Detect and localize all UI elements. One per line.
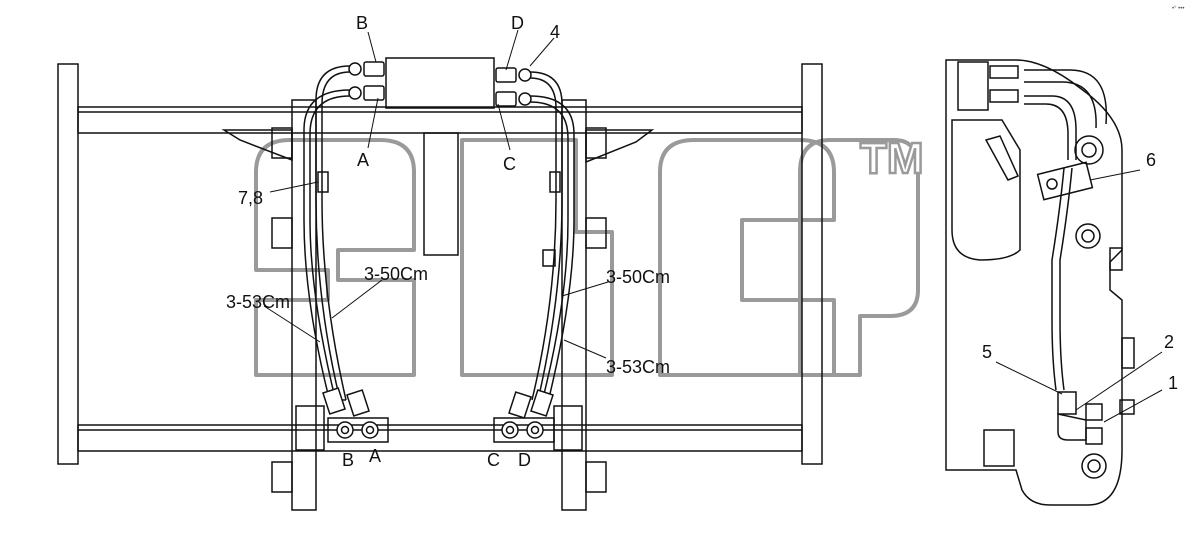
label-d-top: D [511,13,524,33]
label-c-mid: C [503,154,516,174]
clamp-6 [1036,161,1094,201]
label-hose-3-53-left: 3-53Cm [226,292,290,312]
label-1: 1 [1168,373,1178,393]
watermark-logo [254,138,920,377]
side-plate [945,59,1123,506]
leader-lines-left [263,29,609,359]
label-6: 6 [1146,150,1156,170]
right-end-plate [801,63,823,465]
corner-mark: •° ••• [1172,6,1184,12]
manifold-fittings [348,61,532,107]
watermark-tm: TM [860,134,924,183]
center-tab [423,132,459,256]
side-view-assembly [945,59,1135,506]
label-hose-3-50-right: 3-50Cm [606,267,670,287]
top-beam [77,106,803,134]
label-b-bottom: B [342,450,354,470]
frame-assembly [57,57,823,511]
label-d-bottom: D [518,450,531,470]
label-c-bottom: C [487,450,500,470]
bottom-fittings [322,387,554,439]
label-7-8: 7,8 [238,188,263,208]
left-end-plate [57,63,79,465]
label-a-mid: A [357,150,369,170]
label-a-bottom: A [369,446,381,466]
hose-lines-right [529,71,575,403]
hose-lines-left [303,65,351,403]
top-manifold [385,57,495,109]
leader-lines-right [995,169,1163,423]
label-2: 2 [1164,332,1174,352]
bottom-beam [77,424,803,452]
label-4: 4 [550,22,560,42]
label-hose-3-53-right: 3-53Cm [606,357,670,377]
label-5: 5 [982,342,992,362]
label-b-top: B [356,13,368,33]
label-hose-3-50-left: 3-50Cm [364,264,428,284]
